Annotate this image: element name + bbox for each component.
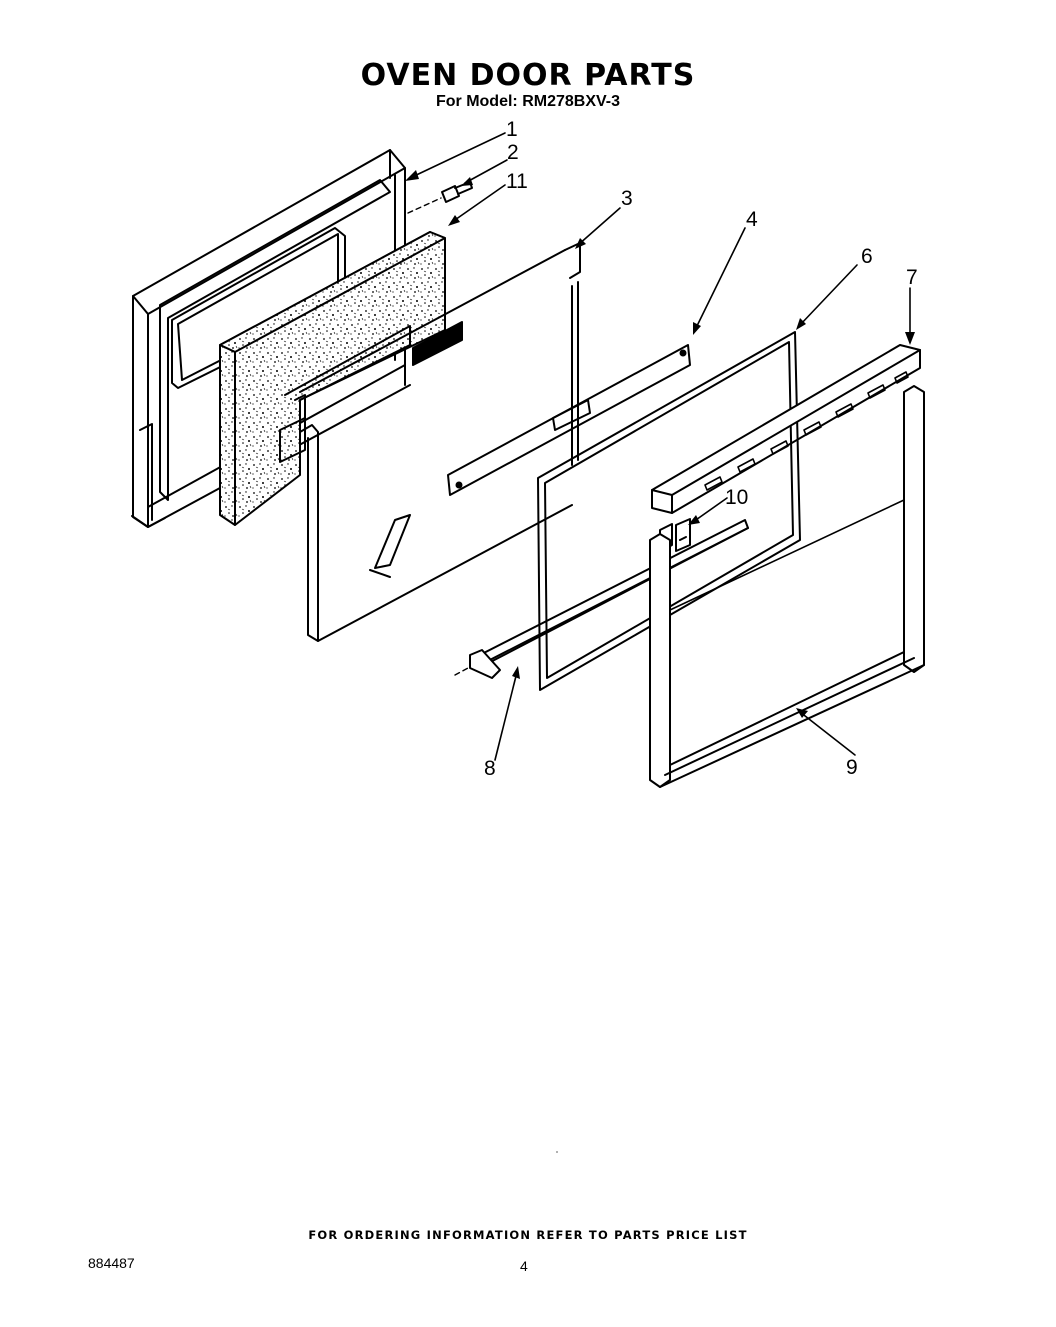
callout-4: 4 <box>746 208 758 231</box>
callout-9: 9 <box>846 756 858 779</box>
leader-lines <box>409 132 911 761</box>
model-subtitle: For Model: RM278BXV-3 <box>435 93 621 110</box>
document-number: 884487 <box>88 1255 135 1271</box>
page-title: OVEN DOOR PARTS <box>360 58 696 93</box>
part-4-trim-strip <box>447 344 691 496</box>
ordering-info-footer: FOR ORDERING INFORMATION REFER TO PARTS … <box>308 1228 748 1242</box>
part-8-handle <box>454 519 749 679</box>
callout-8: 8 <box>484 757 496 780</box>
part-6-glass <box>537 331 801 691</box>
scan-speck <box>556 1151 558 1153</box>
callout-3: 3 <box>621 187 633 210</box>
callout-11: 11 <box>506 170 528 193</box>
callout-2: 2 <box>507 141 519 164</box>
callout-7: 7 <box>906 266 918 289</box>
part-3-inner-panel <box>279 242 581 642</box>
leader-arrowheads <box>405 170 915 718</box>
part-11-insulation <box>219 231 463 526</box>
callout-10: 10 <box>725 486 748 509</box>
part-10-bracket <box>675 518 691 552</box>
page-number: 4 <box>520 1258 528 1274</box>
part-2-screw <box>407 181 473 214</box>
callout-1: 1 <box>506 118 518 141</box>
part-9-frame <box>649 385 925 788</box>
part-7-vent-trim <box>651 344 921 514</box>
callout-6: 6 <box>861 245 873 268</box>
